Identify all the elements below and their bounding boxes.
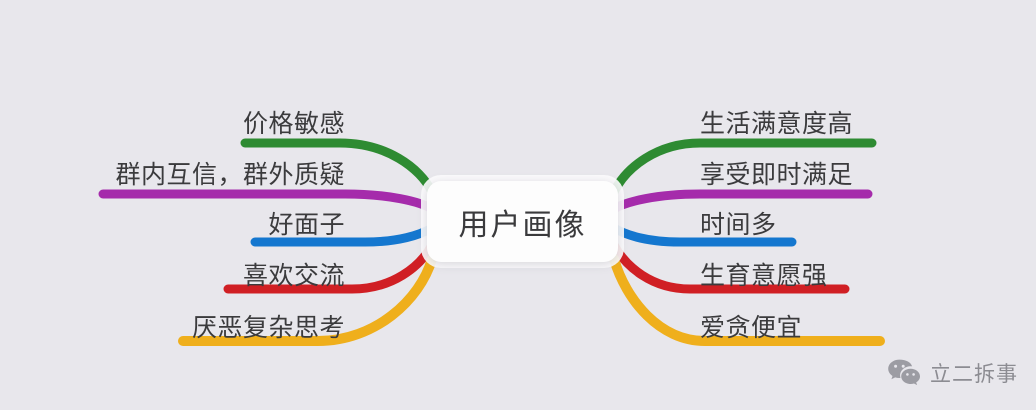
branch-label-text: 生育意愿强 [700, 261, 828, 290]
branch-label-left-2: 好面子 [0, 210, 345, 240]
branch-label-text: 好面子 [268, 210, 345, 239]
watermark-text: 立二拆事 [930, 362, 1018, 386]
branch-label-text: 时间多 [700, 210, 777, 239]
branch-label-text: 喜欢交流 [242, 261, 345, 290]
branch-label-left-4: 厌恶复杂思考 [0, 313, 345, 343]
branch-label-right-3: 生育意愿强 [700, 261, 828, 291]
center-node-title: 用户画像 [458, 207, 587, 243]
center-node: 用户画像 [427, 181, 618, 262]
branch-label-text: 享受即时满足 [700, 160, 854, 189]
watermark: 立二拆事 [887, 358, 1018, 388]
branch-label-left-0: 价格敏感 [0, 109, 345, 139]
branch-label-right-1: 享受即时满足 [700, 160, 853, 190]
branch-label-text: 价格敏感 [242, 109, 345, 138]
branch-label-left-1: 群内互信，群外质疑 [0, 160, 345, 190]
wechat-icon [888, 359, 920, 386]
branch-label-right-2: 时间多 [700, 210, 777, 240]
branch-label-text: 厌恶复杂思考 [191, 313, 345, 342]
branch-label-right-0: 生活满意度高 [700, 109, 853, 139]
branch-label-text: 爱贪便宜 [700, 313, 803, 342]
branch-label-right-4: 爱贪便宜 [700, 313, 802, 343]
branch-label-text: 群内互信，群外质疑 [115, 160, 345, 189]
branch-label-text: 生活满意度高 [700, 109, 854, 138]
branch-label-left-3: 喜欢交流 [0, 261, 345, 291]
